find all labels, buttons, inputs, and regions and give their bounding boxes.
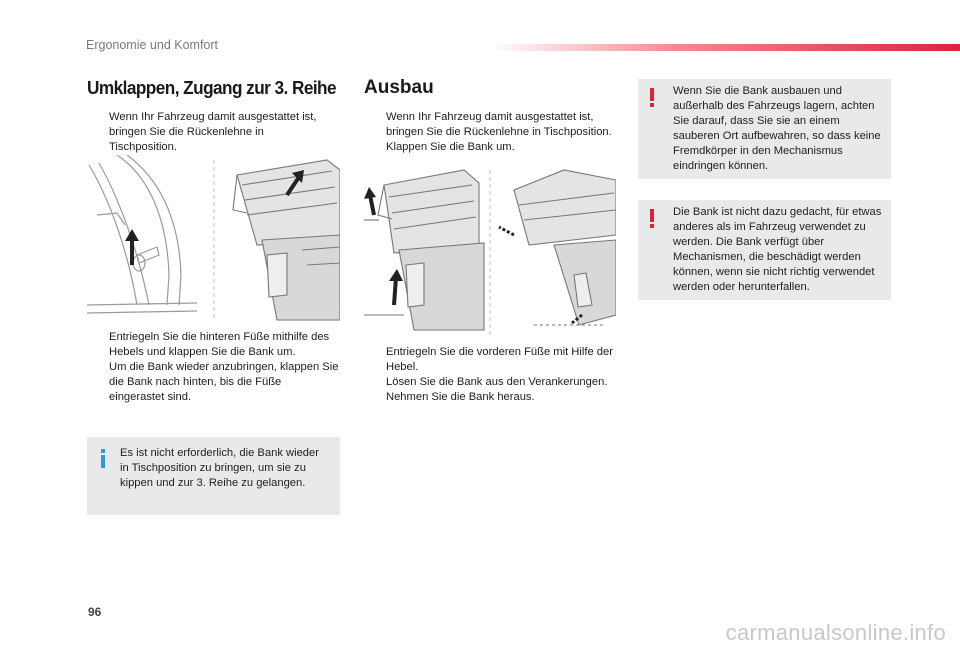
list-item: Wenn Ihr Fahrzeug damit ausgestattet ist… <box>87 110 327 155</box>
warning-note-usage: Die Bank ist nicht dazu gedacht, für etw… <box>638 200 891 300</box>
warning-note-storage: Wenn Sie die Bank ausbauen und außerhalb… <box>638 79 891 179</box>
watermark: carmanualsonline.info <box>725 620 946 645</box>
step-text: Wenn Ihr Fahrzeug damit ausgestattet ist… <box>109 111 317 153</box>
left-steps-top: Wenn Ihr Fahrzeug damit ausgestattet ist… <box>87 110 327 155</box>
header-accent-bar <box>490 44 960 51</box>
list-item: Um die Bank wieder anzubringen, klappen … <box>87 360 339 405</box>
list-item: Entriegeln Sie die hinteren Füße mithilf… <box>87 330 339 360</box>
step-text: Um die Bank wieder anzubringen, klappen … <box>109 361 339 403</box>
warning-icon <box>650 209 654 229</box>
info-icon <box>101 449 105 469</box>
step-text: Entriegeln Sie die hinteren Füße mithilf… <box>109 331 330 358</box>
info-note: Es ist nicht erforderlich, die Bank wied… <box>87 437 340 515</box>
step-text: Wenn Ihr Fahrzeug damit ausgestattet ist… <box>386 111 612 138</box>
step-text: Nehmen Sie die Bank heraus. <box>386 391 535 403</box>
list-item: Nehmen Sie die Bank heraus. <box>364 390 614 405</box>
list-item: Klappen Sie die Bank um. <box>364 140 616 155</box>
warning-note-text: Die Bank ist nicht dazu gedacht, für etw… <box>673 206 882 293</box>
step-text: Lösen Sie die Bank aus den Verankerungen… <box>386 376 608 388</box>
step-text: Entriegeln Sie die vorderen Füße mit Hil… <box>386 346 613 373</box>
list-item: Lösen Sie die Bank aus den Verankerungen… <box>364 375 614 390</box>
seat-removal-illustration <box>364 169 616 335</box>
list-item: Entriegeln Sie die vorderen Füße mit Hil… <box>364 345 614 375</box>
list-item: Wenn Ihr Fahrzeug damit ausgestattet ist… <box>364 110 616 140</box>
warning-note-text: Wenn Sie die Bank ausbauen und außerhalb… <box>673 85 881 172</box>
heading-removal: Ausbau <box>364 77 434 98</box>
heading-fold-access-third-row: Umklappen, Zugang zur 3. Reihe <box>87 77 337 98</box>
page-number: 96 <box>88 605 102 619</box>
warning-icon <box>650 88 654 108</box>
info-note-text: Es ist nicht erforderlich, die Bank wied… <box>120 447 319 489</box>
section-title: Ergonomie und Komfort <box>86 38 219 52</box>
seat-fold-illustration <box>87 155 340 321</box>
step-text: Klappen Sie die Bank um. <box>386 141 515 153</box>
middle-steps-bottom: Entriegeln Sie die vorderen Füße mit Hil… <box>364 345 614 405</box>
middle-steps-top: Wenn Ihr Fahrzeug damit ausgestattet ist… <box>364 110 616 155</box>
left-steps-bottom: Entriegeln Sie die hinteren Füße mithilf… <box>87 330 339 405</box>
